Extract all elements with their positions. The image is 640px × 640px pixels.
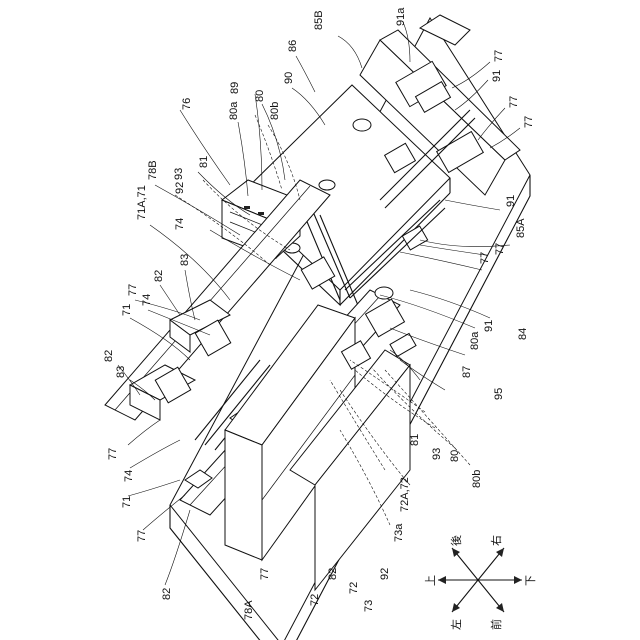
compass-down: 下 <box>524 575 537 586</box>
label-85A: 85A <box>515 218 527 238</box>
direction-compass: 上 下 後 右 左 前 <box>424 535 537 630</box>
label-78B: 78B <box>147 160 159 180</box>
label-95: 95 <box>493 388 505 400</box>
label-92-top: 92 <box>174 182 186 194</box>
label-77-c: 77 <box>136 530 148 542</box>
label-91-r2: 91 <box>505 195 517 207</box>
label-93-top: 93 <box>173 168 185 180</box>
label-77-d: 77 <box>259 568 271 580</box>
label-83-b: 83 <box>115 366 127 378</box>
label-87: 87 <box>461 366 473 378</box>
label-72-a: 72 <box>309 594 321 606</box>
compass-back: 後 <box>449 535 463 546</box>
label-78A: 78A <box>243 600 255 620</box>
label-74-top: 74 <box>174 218 186 230</box>
compass-right: 右 <box>489 535 503 546</box>
label-81-bottom: 81 <box>409 434 421 446</box>
label-80b-top: 80b <box>269 102 281 120</box>
label-82-b: 82 <box>103 350 115 362</box>
label-92-bottom: 92 <box>379 568 391 580</box>
label-77-r2: 77 <box>508 96 520 108</box>
label-91a: 91a <box>395 7 407 26</box>
label-73a: 73a <box>393 523 405 542</box>
label-77-r4: 77 <box>479 252 491 264</box>
label-80-bottom: 80 <box>449 450 461 462</box>
label-90: 90 <box>283 72 295 84</box>
compass-front: 前 <box>489 619 503 630</box>
label-82-c: 82 <box>327 568 339 580</box>
label-72A-72: 72A,72 <box>399 477 411 512</box>
label-82-a: 82 <box>153 270 165 282</box>
label-83-a: 83 <box>179 254 191 266</box>
compass-left: 左 <box>450 619 463 630</box>
label-82-d: 82 <box>161 588 173 600</box>
label-71A-71: 71A,71 <box>136 185 148 220</box>
label-80b-bottom: 80b <box>471 470 483 488</box>
label-74-b: 74 <box>123 470 135 482</box>
label-76: 76 <box>181 98 193 110</box>
label-73: 73 <box>363 600 375 612</box>
label-71-a: 71 <box>121 304 133 316</box>
label-89: 89 <box>229 82 241 94</box>
label-77-r5: 77 <box>494 243 506 255</box>
label-72-b: 72 <box>348 582 360 594</box>
compass-up: 上 <box>424 575 437 586</box>
label-86: 86 <box>287 40 299 52</box>
label-81-top: 81 <box>198 156 210 168</box>
label-91-r1: 91 <box>491 70 503 82</box>
label-77-r1: 77 <box>493 50 505 62</box>
label-84: 84 <box>517 328 529 340</box>
label-85B: 85B <box>313 10 325 30</box>
label-71-b: 71 <box>121 496 133 508</box>
label-77-a: 77 <box>127 284 139 296</box>
label-93-bottom: 93 <box>431 448 443 460</box>
label-80-top: 80 <box>254 90 266 102</box>
label-74-a: 74 <box>141 294 153 306</box>
label-80a-top: 80a <box>228 101 240 120</box>
label-80a-bottom: 80a <box>469 331 481 350</box>
label-77-r3: 77 <box>523 116 535 128</box>
label-77-b: 77 <box>107 448 119 460</box>
label-91-r3: 91 <box>483 320 495 332</box>
